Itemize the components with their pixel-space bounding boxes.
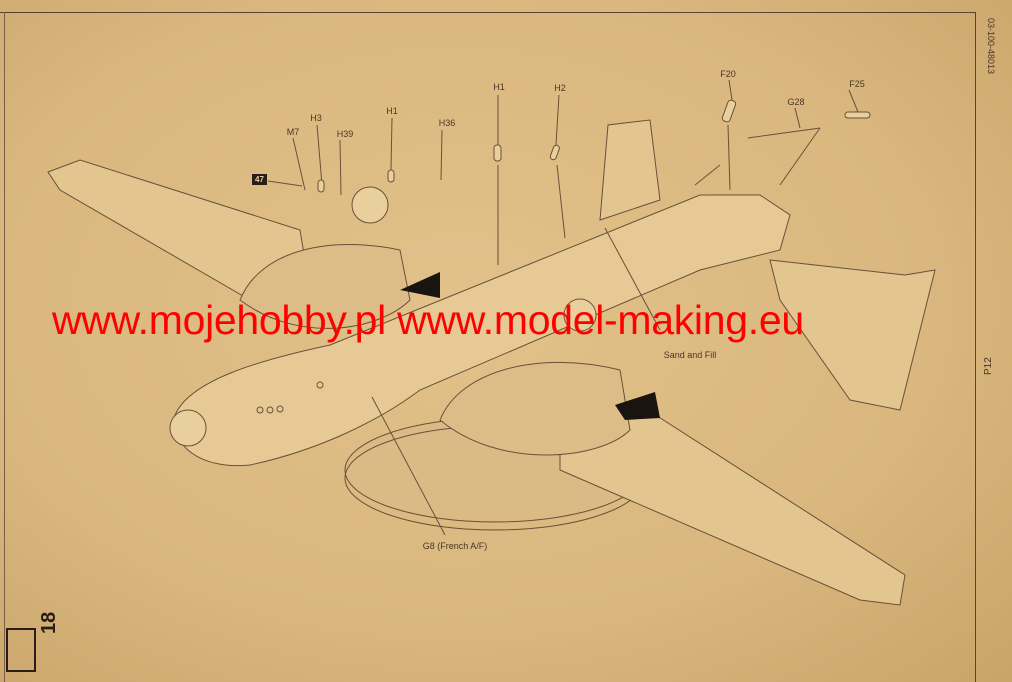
leader-lines [267,79,859,536]
callout-f20: F20 [720,69,736,79]
callout-g28: G28 [787,97,805,107]
black-arrow-right [615,392,660,420]
part-sketches [317,99,871,193]
callout-h1-left: H1 [386,106,398,116]
watermark: www.mojehobby.pl www.model-making.eu [52,297,804,343]
black-arrow-left [400,272,440,298]
main-wheel [351,186,389,224]
page-label: P12 [983,357,994,375]
callout-f25: F25 [849,79,865,89]
document-code: 03-100-48013 [986,18,996,75]
page-border-right [975,12,976,682]
callout-h2: H2 [554,83,566,93]
windows [256,381,324,414]
step-number: 18 [38,611,60,634]
step-number-box: 18 [6,612,60,672]
left-engine-nacelle [239,243,411,329]
nose [169,409,207,447]
vertical-tail [599,119,661,221]
callout-h3: H3 [310,113,322,123]
callout-h1-right: H1 [493,82,505,92]
note-french-af: G8 (French A/F) [422,541,488,551]
horizontal-tail [769,259,936,411]
fuselage [173,194,791,467]
note-sand-and-fill: Sand and Fill [663,350,717,360]
callout-m7: M7 [286,127,300,137]
page-border-left [4,12,5,682]
page-border-top [0,12,976,13]
step-reference-badge: 47 [252,174,267,185]
right-engine-nacelle [439,361,631,456]
callout-h39: H39 [336,129,354,139]
callout-h36: H36 [438,118,456,128]
